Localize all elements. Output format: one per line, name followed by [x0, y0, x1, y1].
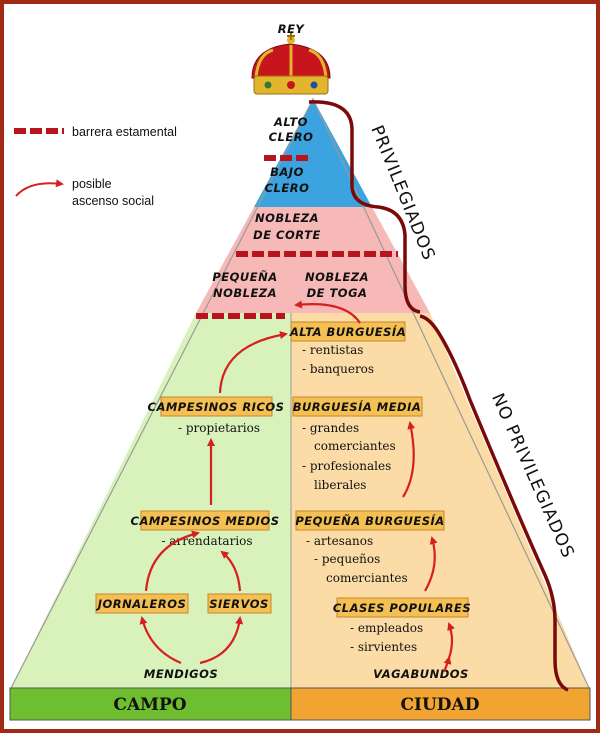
alta-burguesia-label: ALTA BURGUESÍA: [289, 324, 406, 339]
populares-item-1: - empleados: [350, 621, 423, 635]
campesinos-medios-label: CAMPESINOS MEDIOS: [131, 514, 280, 528]
media-item-2: comerciantes: [314, 439, 396, 453]
arrow-media-alta: [402, 421, 416, 498]
pequena-item-3: comerciantes: [326, 571, 408, 585]
no-privilegiados-bracket: [419, 314, 569, 692]
arrow-siervos-medios: [220, 550, 242, 592]
vagabundos-label: VAGABUNDOS: [373, 667, 469, 681]
nobleza-corte-line1: NOBLEZA: [255, 211, 319, 225]
campesinos-ricos-sub: - propietarios: [178, 421, 260, 435]
burguesia-media-label: BURGUESÍA MEDIA: [293, 399, 422, 414]
arrow-ricos-alta: [218, 331, 288, 394]
legend-barrier-text: barrera estamental: [72, 125, 177, 139]
alta-item-1: - rentistas: [302, 343, 363, 357]
pequena-item-2: - pequeños: [314, 552, 380, 566]
jornaleros-label: JORNALEROS: [96, 597, 187, 611]
rey-label: REY: [278, 22, 306, 36]
campo-base: [9, 687, 292, 721]
jornaleros-box: [95, 593, 189, 614]
alto-clero-line2: CLERO: [269, 130, 314, 144]
mendigos-label: MENDIGOS: [144, 667, 218, 681]
legend-ascent-line2: ascenso social: [72, 194, 154, 208]
arrow-pequena-media: [424, 536, 438, 592]
arrow-jornaleros-medios: [144, 530, 200, 592]
arrow-vagabundos-populares: [442, 656, 452, 673]
populares-item-2: - sirvientes: [350, 640, 417, 654]
pequena-item-1: - artesanos: [306, 534, 373, 548]
legend-ascent-arrow-icon: [15, 179, 64, 197]
ciudad-base-label: CIUDAD: [401, 695, 480, 715]
media-item-3: - profesionales: [302, 459, 391, 473]
alto-clero-line1: ALTO: [273, 115, 308, 129]
nobleza-section: [196, 207, 430, 313]
nobleza-corte-line2: DE CORTE: [253, 228, 321, 242]
siervos-box: [207, 593, 272, 614]
clases-populares-box: [336, 597, 469, 618]
nobleza-toga-line1: NOBLEZA: [305, 270, 369, 284]
campesinos-ricos-label: CAMPESINOS RICOS: [148, 400, 285, 414]
arrow-mendigos-jornaleros: [139, 616, 182, 665]
crown-icon: [251, 32, 331, 95]
clases-populares-label: CLASES POPULARES: [333, 601, 471, 615]
legend-ascent-line1: posible: [72, 177, 112, 191]
arrow-populares-pequena: [447, 622, 455, 659]
pequena-burguesia-box: [295, 510, 445, 531]
bajo-clero-line1: BAJO: [270, 165, 304, 179]
pequena-burguesia-label: PEQUEÑA BURGUESÍA: [295, 513, 444, 528]
clero-section: [254, 99, 372, 207]
ciudad-base: [290, 687, 591, 721]
media-item-1: - grandes: [302, 421, 359, 435]
campesinos-ricos-box: [160, 396, 273, 417]
alta-item-2: - banqueros: [302, 362, 374, 376]
alta-burguesia-box: [290, 321, 406, 342]
bajo-clero-line2: CLERO: [265, 181, 310, 195]
siervos-label: SIERVOS: [209, 597, 269, 611]
burguesia-media-box: [292, 396, 423, 417]
nobleza-toga-line2: DE TOGA: [307, 286, 368, 300]
campo-base-label: CAMPO: [113, 695, 186, 715]
arrow-alta-toga: [294, 300, 361, 324]
pequena-nobleza-line2: NOBLEZA: [213, 286, 277, 300]
media-item-4: liberales: [314, 478, 366, 492]
privilegiados-bracket: [308, 100, 421, 314]
campesinos-medios-box: [140, 510, 270, 531]
pequena-nobleza-line1: PEQUEÑA: [212, 269, 277, 284]
arrow-mendigos-siervos: [199, 616, 244, 665]
